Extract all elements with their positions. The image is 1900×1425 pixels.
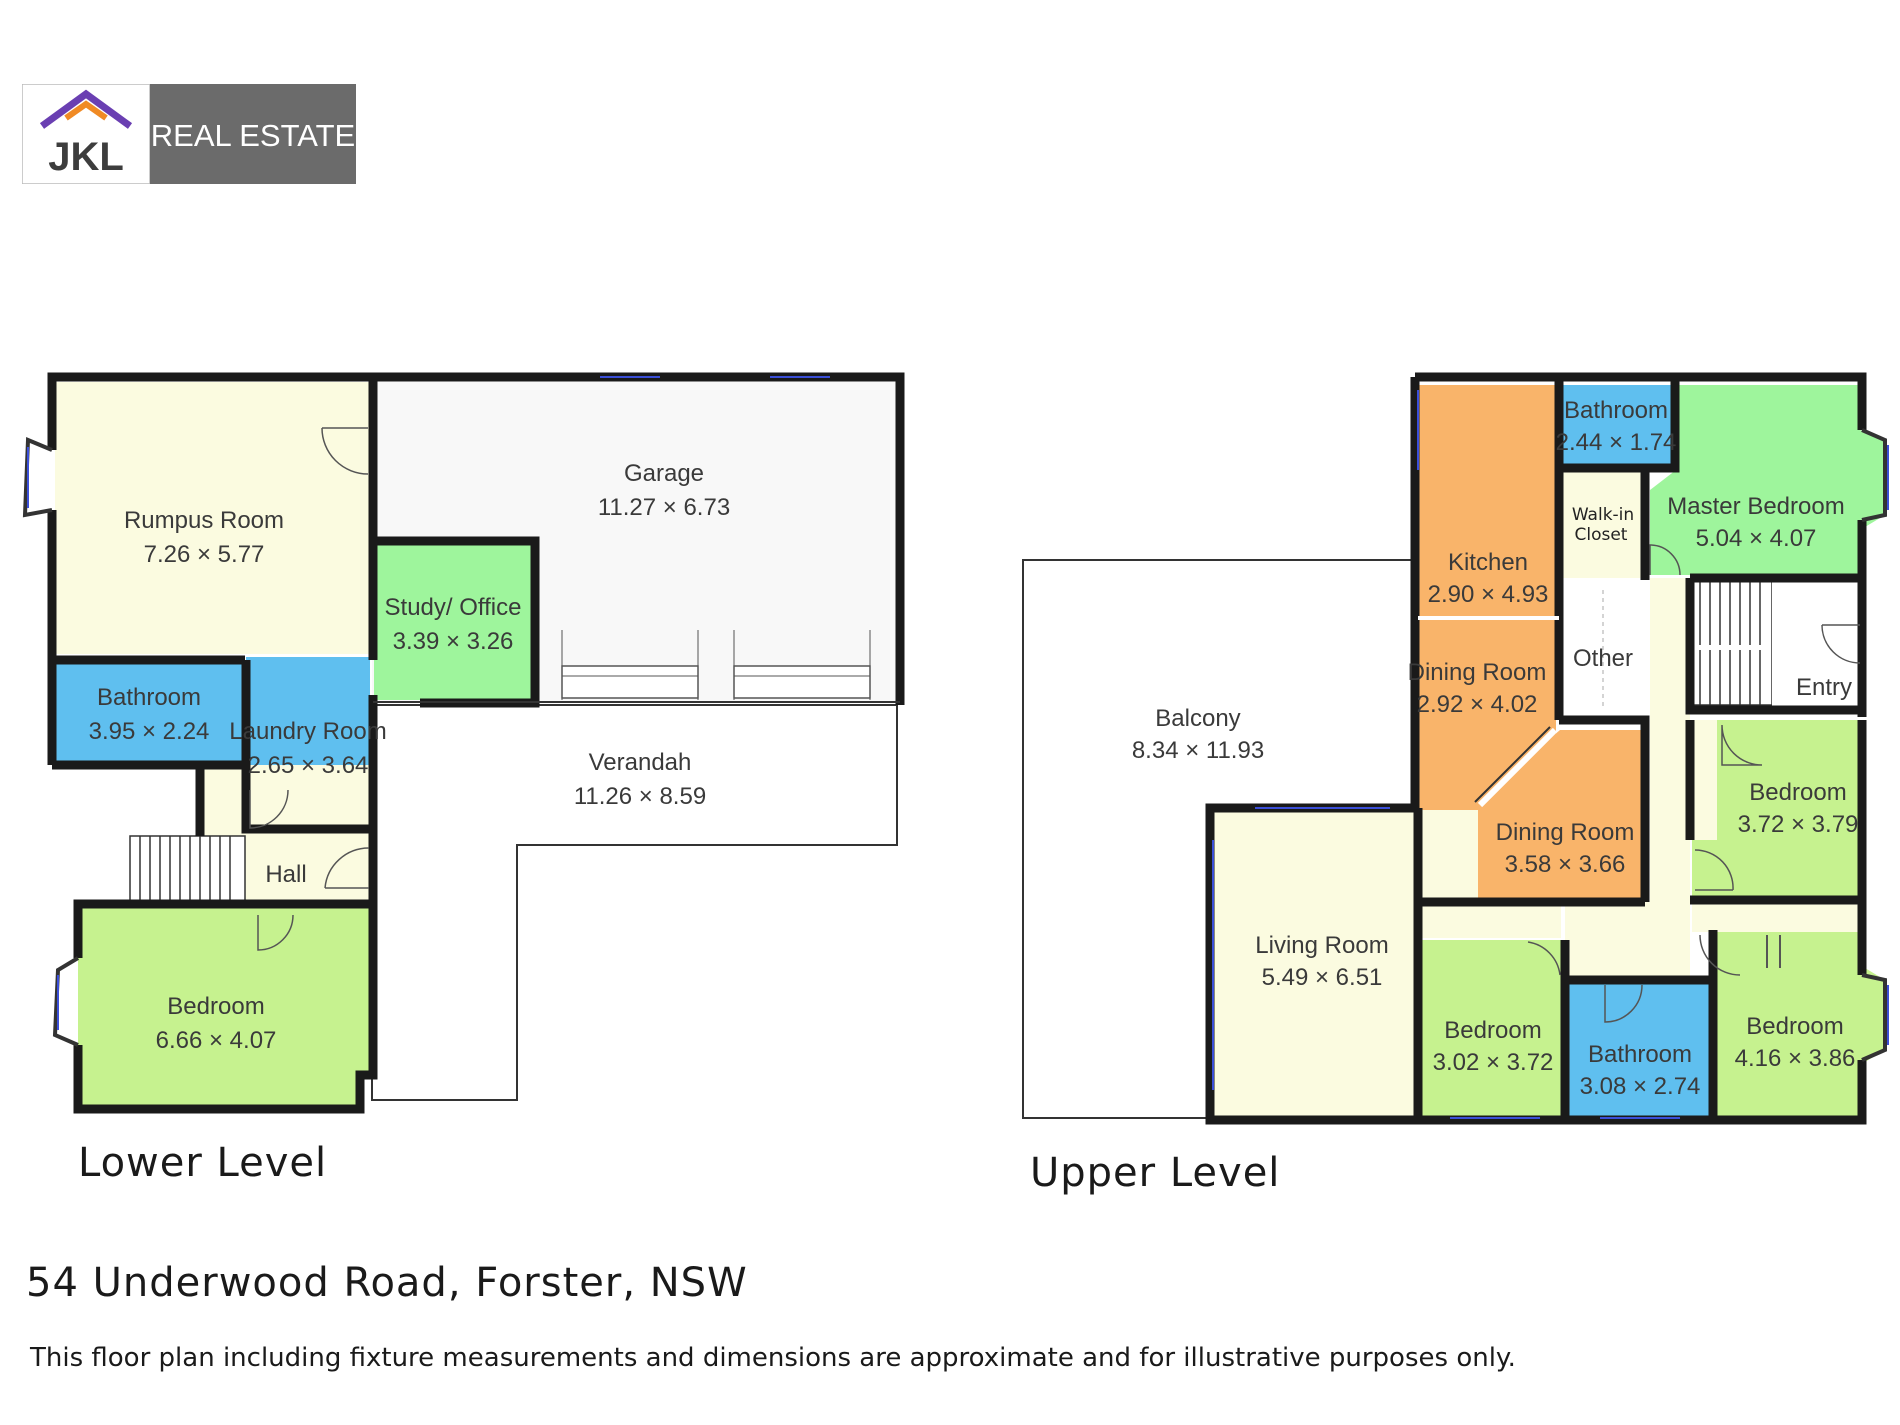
- study-office-dim: 3.39 × 3.26: [393, 628, 514, 655]
- bedroom-east-1-area: [1692, 720, 1860, 898]
- rumpus-room-dim: 7.26 × 5.77: [144, 541, 265, 568]
- bedroom-east-2-area: [1713, 930, 1885, 1117]
- upper-stair-lines: [1699, 580, 1761, 705]
- kitchen-name: Kitchen: [1448, 549, 1528, 576]
- verandah-name: Verandah: [589, 749, 692, 776]
- walk-in-closet-name-1: Walk-in: [1572, 505, 1634, 525]
- hallway-landing: [1565, 902, 1690, 978]
- rumpus-room-name: Rumpus Room: [124, 507, 284, 534]
- stair-lines: [139, 836, 231, 904]
- logo-text: JKL: [48, 135, 124, 179]
- bedroom-east-1-name: Bedroom: [1749, 779, 1846, 806]
- lower-level-plan: [22, 372, 905, 1114]
- living-room-area: [1213, 810, 1418, 1117]
- kitchen-area: [1418, 385, 1556, 617]
- entry-name: Entry: [1796, 674, 1852, 701]
- bedroom-south-wardrobe: [1418, 905, 1561, 938]
- balcony-dim: 8.34 × 11.93: [1132, 737, 1264, 764]
- property-address: 54 Underwood Road, Forster, NSW: [26, 1260, 748, 1306]
- brand-name: REAL ESTATE: [151, 118, 355, 153]
- rumpus-room-area: [55, 382, 370, 654]
- lower-bedroom-dim: 6.66 × 4.07: [156, 1027, 277, 1054]
- laundry-room-dim: 2.65 × 3.64: [248, 752, 369, 779]
- walk-in-closet-name-2: Closet: [1575, 525, 1628, 545]
- living-room-name: Living Room: [1255, 932, 1388, 959]
- lower-bathroom-name: Bathroom: [97, 684, 201, 711]
- bedroom-east-2-name: Bedroom: [1746, 1013, 1843, 1040]
- bedroom-south-dim: 3.02 × 3.72: [1433, 1049, 1554, 1076]
- corridor-area: [1418, 810, 1478, 905]
- upper-level-plan: [1022, 372, 1889, 1125]
- dining-room-1-name: Dining Room: [1408, 659, 1547, 686]
- kitchen-dim: 2.90 × 4.93: [1428, 581, 1549, 608]
- dining-room-2-name: Dining Room: [1496, 819, 1635, 846]
- garage-dim: 11.27 × 6.73: [598, 494, 730, 521]
- upper-bathroom-top-dim: 2.44 × 1.74: [1556, 429, 1677, 456]
- garage-name: Garage: [624, 460, 704, 487]
- balcony-name: Balcony: [1155, 705, 1240, 732]
- walk-in-closet-area: [1560, 470, 1647, 578]
- upper-bathroom-top-area: [1560, 385, 1673, 467]
- verandah-dim: 11.26 × 8.59: [574, 783, 706, 810]
- disclaimer-text: This floor plan including fixture measur…: [30, 1343, 1516, 1373]
- stair-steps: [129, 835, 246, 905]
- jkl-real-estate-logo: JKL REAL ESTATE: [22, 84, 356, 184]
- lower-level-label: Lower Level: [78, 1140, 328, 1186]
- hall-name: Hall: [265, 861, 306, 888]
- upper-bathroom-top-name: Bathroom: [1564, 397, 1668, 424]
- other-name: Other: [1573, 645, 1633, 672]
- dining-room-1-dim: 2.92 × 4.02: [1417, 691, 1538, 718]
- bedroom-south-name: Bedroom: [1444, 1017, 1541, 1044]
- laundry-room-name: Laundry Room: [229, 718, 386, 745]
- bedroom-east-2-dim: 4.16 × 3.86: [1735, 1045, 1856, 1072]
- lower-bedroom-area: [60, 908, 370, 1105]
- bedroom-east-1-wardrobe: [1692, 720, 1717, 840]
- bedroom-east-1-dim: 3.72 × 3.79: [1738, 811, 1859, 838]
- lower-bathroom-area: [55, 657, 243, 765]
- upper-stairs: [1691, 579, 1773, 706]
- living-room-dim: 5.49 × 6.51: [1262, 964, 1383, 991]
- upper-level-label: Upper Level: [1030, 1150, 1281, 1196]
- upper-bathroom-south-dim: 3.08 × 2.74: [1580, 1073, 1701, 1100]
- lower-bathroom-dim: 3.95 × 2.24: [89, 718, 210, 745]
- study-office-area: [374, 542, 534, 700]
- master-bedroom-area: [1650, 385, 1885, 575]
- bedroom-east-2-wardrobe: [1692, 902, 1860, 932]
- master-bedroom-name: Master Bedroom: [1667, 493, 1844, 520]
- balcony-area: [1022, 559, 1415, 1119]
- dining-room-2-area: [1478, 730, 1645, 902]
- dining-room-2-dim: 3.58 × 3.66: [1505, 851, 1626, 878]
- master-bedroom-dim: 5.04 × 4.07: [1696, 525, 1817, 552]
- study-office-name: Study/ Office: [385, 594, 522, 621]
- lower-bedroom-name: Bedroom: [167, 993, 264, 1020]
- wardrobe-doors: [1766, 935, 1781, 968]
- upper-bathroom-south-name: Bathroom: [1588, 1041, 1692, 1068]
- house-roof-icon: [39, 89, 133, 129]
- bedroom-south-area: [1418, 940, 1561, 1118]
- entry-area: [1772, 580, 1860, 708]
